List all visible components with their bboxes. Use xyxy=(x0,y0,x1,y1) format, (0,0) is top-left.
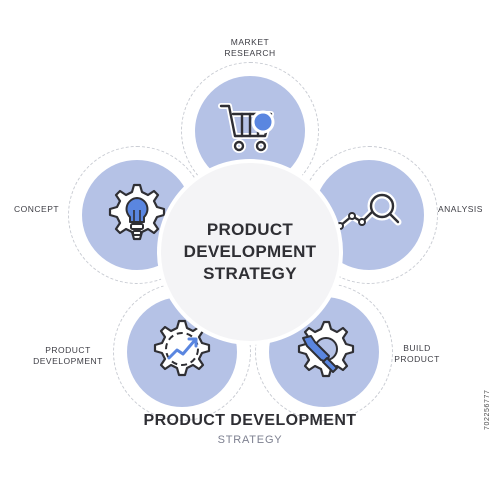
label-market-research-line-1: MARKET xyxy=(230,37,270,47)
center-title-line-2: DEVELOPMENT xyxy=(183,242,317,261)
gear-growth-arrow-icon xyxy=(147,314,217,384)
label-product-development-line-2: DEVELOPMENT xyxy=(33,356,103,366)
label-market-research-line-2: RESEARCH xyxy=(224,48,276,58)
label-build-product-line-1: BUILD xyxy=(403,343,431,353)
shopping-cart-icon xyxy=(215,92,285,162)
label-concept: CONCEPT xyxy=(14,204,59,215)
label-analysis: ANALYSIS xyxy=(438,204,483,215)
footer-subtitle: STRATEGY xyxy=(217,434,283,446)
label-product-development-line-1: PRODUCT xyxy=(45,345,91,355)
footer-title: PRODUCT DEVELOPMENT xyxy=(143,412,357,429)
label-build-product-line-2: PRODUCT xyxy=(394,354,440,364)
label-market-research: MARKET RESEARCH xyxy=(222,37,278,59)
label-build-product: BUILD PRODUCT xyxy=(392,343,442,365)
center-title-circle: PRODUCT DEVELOPMENT STRATEGY xyxy=(161,163,339,341)
label-product-development: PRODUCT DEVELOPMENT xyxy=(28,345,108,367)
gear-wrench-icon xyxy=(289,314,359,384)
center-title-line-1: PRODUCT xyxy=(206,220,294,239)
center-title-line-3: STRATEGY xyxy=(203,264,297,283)
stock-id-watermark: 702256777 xyxy=(484,389,491,430)
label-concept-line-1: CONCEPT xyxy=(14,204,60,214)
analysis-magnifier-icon xyxy=(334,178,404,248)
gear-lightbulb-icon xyxy=(102,178,172,248)
label-analysis-line-1: ANALYSIS xyxy=(438,204,483,214)
